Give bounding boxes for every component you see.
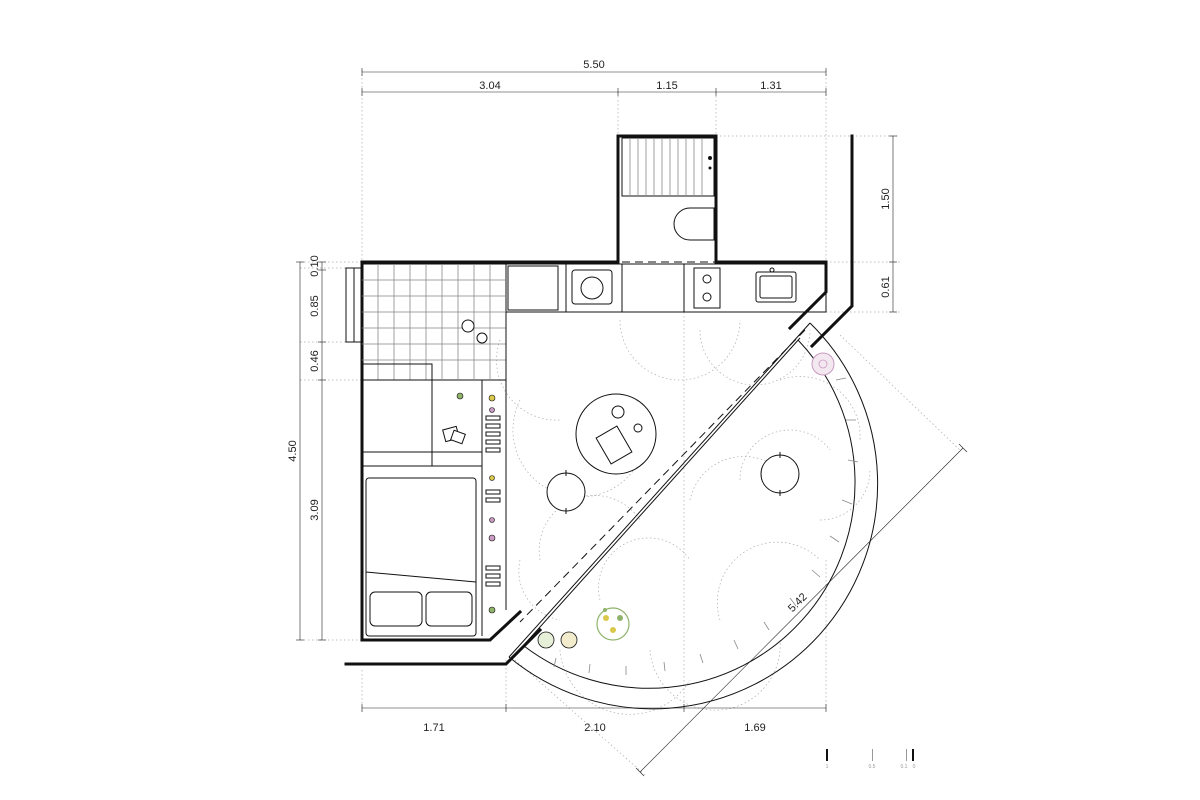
shower-tap-icon bbox=[708, 156, 712, 160]
kitchen-counter bbox=[505, 263, 827, 313]
stool-left bbox=[546, 472, 586, 512]
scale-label-1: 1 bbox=[826, 764, 829, 770]
faucet-icon bbox=[461, 319, 475, 333]
bed bbox=[361, 451, 483, 637]
book-on-table bbox=[595, 425, 633, 465]
dim-right-2: 0.61 bbox=[880, 276, 892, 297]
plant-pink-icon bbox=[811, 352, 835, 376]
dim-bottom-1: 1.71 bbox=[423, 722, 444, 734]
dim-left-3: 0.46 bbox=[309, 350, 321, 371]
pillow-right bbox=[425, 591, 473, 627]
dim-bottom-2: 2.10 bbox=[584, 722, 605, 734]
stove bbox=[693, 267, 721, 309]
dim-left-1: 0.10 bbox=[309, 255, 321, 276]
dim-diagonal: 5.42 bbox=[786, 591, 810, 615]
sliding-door bbox=[519, 329, 806, 623]
dimension-labels: 5.50 3.04 1.15 1.31 1.50 0.61 4.50 0.10 … bbox=[287, 59, 892, 734]
dim-bottom-3: 1.69 bbox=[744, 722, 765, 734]
pillow-left bbox=[369, 591, 423, 627]
scale-label-2: 0.5 bbox=[869, 764, 876, 770]
basin-icon bbox=[580, 276, 604, 300]
plants bbox=[537, 352, 835, 649]
scale-bar: 1 0.5 0.1 0 bbox=[826, 749, 916, 770]
scale-label-3: 0.1 bbox=[901, 764, 908, 770]
dim-left-total: 4.50 bbox=[287, 440, 299, 461]
stool-right bbox=[760, 454, 800, 494]
dim-left-4: 3.09 bbox=[309, 499, 321, 520]
plant-small-2-icon bbox=[560, 631, 578, 649]
kitchen-sink bbox=[755, 271, 797, 303]
dimension-lines bbox=[296, 68, 968, 777]
dim-right-1: 1.50 bbox=[880, 188, 892, 209]
toilet bbox=[673, 207, 715, 241]
dim-top-1: 3.04 bbox=[479, 80, 500, 92]
dim-left-2: 0.85 bbox=[309, 295, 321, 316]
dim-top-3: 1.31 bbox=[760, 80, 781, 92]
shelving bbox=[431, 312, 507, 636]
tiled-floor bbox=[361, 263, 507, 381]
balcony bbox=[508, 322, 879, 710]
dim-top-2: 1.15 bbox=[656, 80, 677, 92]
fridge bbox=[507, 265, 559, 311]
living-furniture bbox=[546, 393, 800, 514]
scale-label-4: 0 bbox=[913, 764, 916, 770]
dim-top-total: 5.50 bbox=[583, 59, 604, 71]
plant-small-1-icon bbox=[537, 631, 555, 649]
plant-green-icon bbox=[596, 607, 630, 641]
bathroom bbox=[621, 137, 716, 263]
